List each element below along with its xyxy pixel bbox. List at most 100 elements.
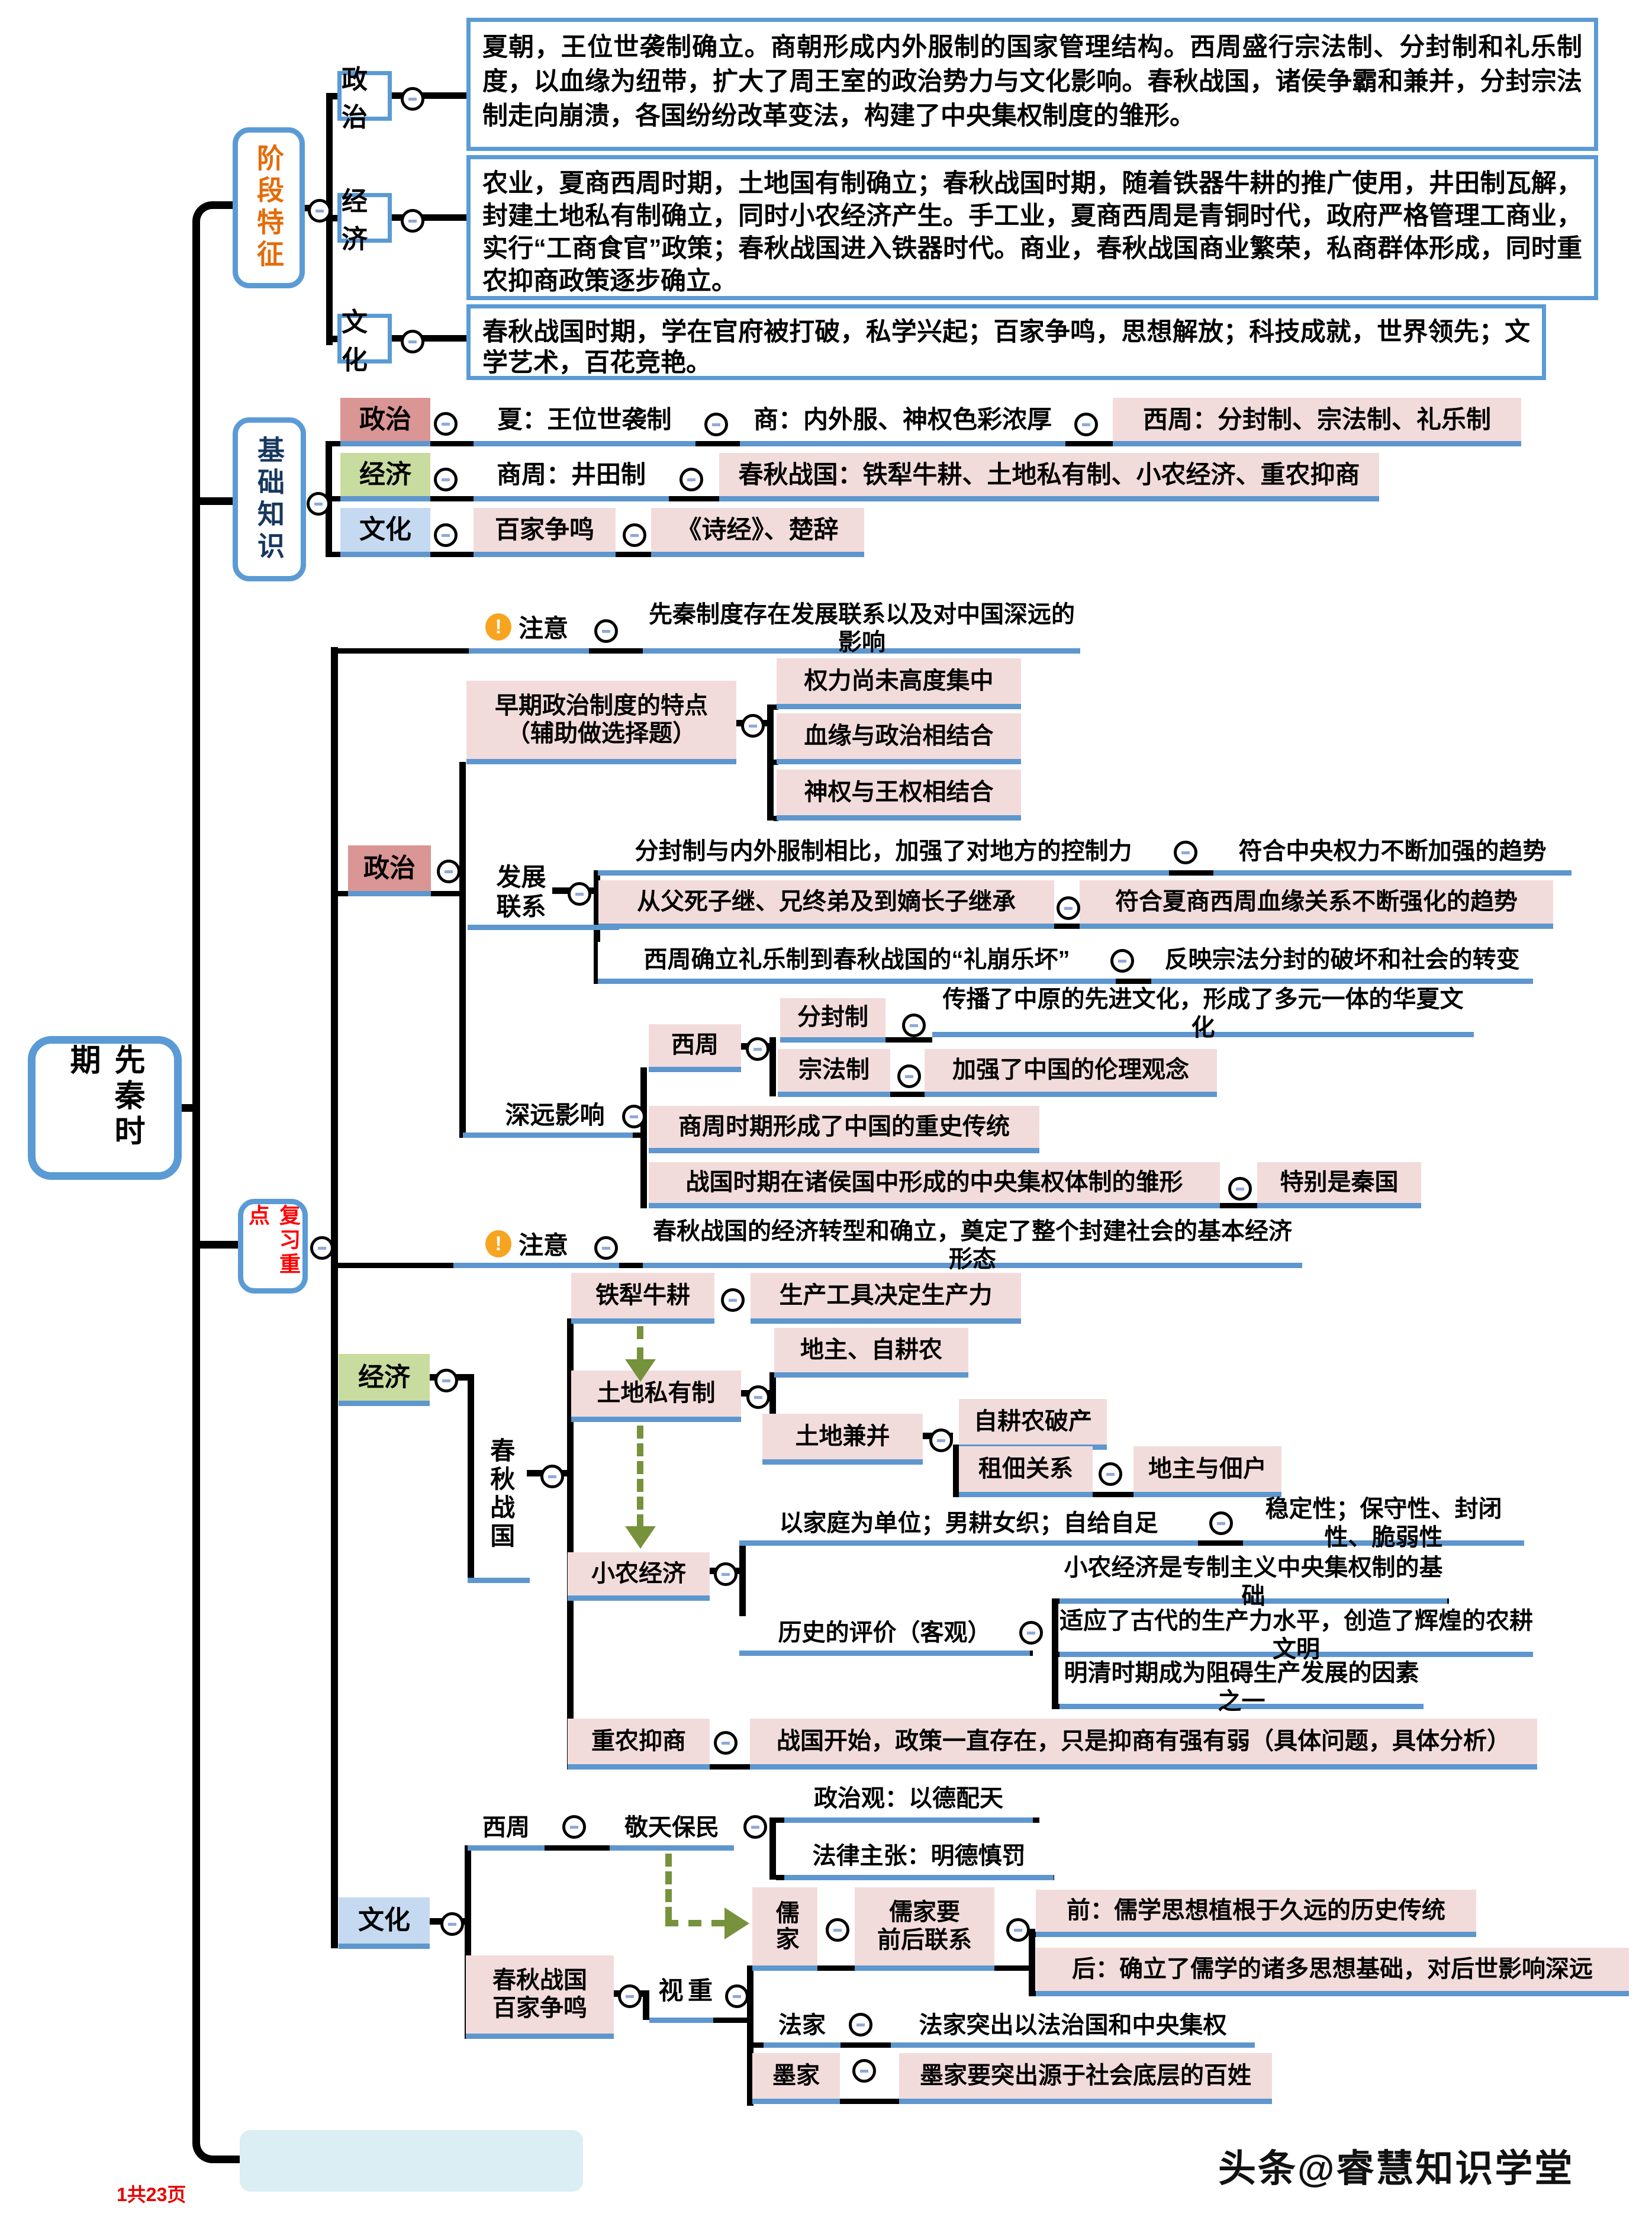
collapse-review[interactable] [310, 1236, 334, 1260]
basics-culture-shijing[interactable]: 《诗经》、楚辞 [651, 508, 864, 557]
review-culture-label[interactable]: 文化 [339, 1897, 430, 1949]
devlink-r1b[interactable]: 符合中央权力不断加强的趋势 [1213, 834, 1572, 876]
pol-early-f1[interactable]: 权力尚未高度集中 [777, 658, 1021, 709]
collapse-pol-impact[interactable] [622, 1105, 646, 1128]
collapse-eco-tudijb[interactable] [929, 1429, 953, 1452]
pol-devlink[interactable]: 发展 联系 [490, 860, 552, 925]
collapse-eco-tielw[interactable] [721, 1288, 745, 1312]
pol-notice-text[interactable]: 先秦制度存在发展联系以及对中国深远的影响 [643, 601, 1081, 655]
basics-economy-label[interactable]: 经济 [340, 453, 430, 501]
eco-dzdh[interactable]: 地主与佃户 [1133, 1446, 1281, 1497]
collapse-review-economy[interactable] [434, 1369, 458, 1392]
cul-rujia[interactable]: 儒家 [752, 1887, 817, 1971]
eco-tudisyz[interactable]: 土地私有制 [571, 1371, 741, 1422]
pol-notice-label[interactable]: 注意 [514, 615, 573, 642]
collapse-devlink-r2[interactable] [1057, 896, 1080, 920]
branch-basics[interactable]: 基础知识 [233, 417, 306, 581]
eco-notice-label[interactable]: 注意 [514, 1231, 573, 1259]
impact-fengjian[interactable]: 分封制 [780, 998, 885, 1043]
root-node[interactable]: 先秦时期 [28, 1036, 182, 1180]
basics-politics-xizhou[interactable]: 西周：分封制、宗法制、礼乐制 [1113, 398, 1521, 446]
collapse-eco-tudisyz[interactable] [746, 1385, 770, 1409]
collapse-cul-fajia[interactable] [849, 2013, 872, 2037]
basics-culture-baijia[interactable]: 百家争鸣 [474, 508, 616, 557]
pol-early-f2[interactable]: 血缘与政治相结合 [777, 713, 1021, 764]
devlink-r1a[interactable]: 分封制与内外服制相比，加强了对地方的控制力 [598, 834, 1169, 876]
basics-politics-label[interactable]: 政治 [340, 398, 430, 446]
eco-tielw-result[interactable]: 生产工具决定生产力 [751, 1273, 1021, 1324]
collapse-impact-fengjian[interactable] [902, 1014, 926, 1037]
cul-baijia[interactable]: 春秋战国 百家争鸣 [466, 1955, 614, 2039]
eco-era[interactable]: 春秋战国 [480, 1410, 521, 1578]
basics-culture-label[interactable]: 文化 [340, 508, 430, 557]
cul-zhongshi[interactable]: 重视 [655, 1964, 713, 2018]
impact-zhanguo[interactable]: 战国时期在诸侯国中形成的中央集权体制的雏形 [649, 1162, 1220, 1208]
review-economy-label[interactable]: 经济 [339, 1354, 430, 1406]
collapse-basics-shangzhou[interactable] [680, 468, 703, 491]
stage-politics-label[interactable]: 政治 [337, 65, 392, 132]
cul-falv[interactable]: 法律主张：明德慎罚 [784, 1838, 1054, 1880]
pol-early-box[interactable]: 早期政治制度的特点 （辅助做选择题） [466, 681, 736, 764]
collapse-pol-early[interactable] [741, 714, 765, 738]
basics-economy-shangzhou[interactable]: 商周：井田制 [474, 453, 669, 501]
review-politics-label[interactable]: 政治 [348, 845, 431, 896]
cul-qian[interactable]: 前：儒学思想植根于久远的历史传统 [1036, 1890, 1476, 1937]
collapse-review-culture[interactable] [440, 1912, 464, 1936]
eco-znys[interactable]: 重农抑商 [568, 1719, 710, 1770]
eco-tudijb[interactable]: 土地兼并 [762, 1414, 923, 1465]
stage-economy-label[interactable]: 经济 [337, 187, 392, 254]
eco-dizhu[interactable]: 地主、自耕农 [774, 1328, 968, 1378]
collapse-stage-economy[interactable] [401, 209, 424, 233]
collapse-stage[interactable] [308, 199, 331, 223]
stage-economy-text[interactable]: 农业，夏商西周时期，土地国有制确立；春秋战国时期，随着铁器牛耕的推广使用，井田制… [466, 155, 1598, 300]
cul-zhengzhiguan[interactable]: 政治观：以德配天 [784, 1781, 1033, 1823]
collapse-devlink-r1[interactable] [1174, 841, 1197, 864]
collapse-eco-pingjia[interactable] [1019, 1621, 1043, 1645]
collapse-basics-culture[interactable] [434, 523, 458, 547]
collapse-basics-economy[interactable] [434, 468, 458, 491]
eco-p1[interactable]: 小农经济是专制主义中央集权制的基础 [1060, 1555, 1447, 1609]
cul-mojia[interactable]: 墨家 [752, 2053, 840, 2104]
collapse-cul-rujia[interactable] [826, 1918, 849, 1942]
eco-p2[interactable]: 适应了古代的生产力水平，创造了辉煌的农耕文明 [1060, 1608, 1533, 1662]
devlink-r3b[interactable]: 反映宗法分封的破坏和社会的转变 [1151, 942, 1533, 984]
eco-znys-result[interactable]: 战国开始，政策一直存在，只是抑商有强有弱（具体问题，具体分析） [750, 1719, 1537, 1770]
collapse-impact-zongfa[interactable] [897, 1064, 921, 1088]
cul-rujia-link[interactable]: 儒家要 前后联系 [855, 1887, 994, 1971]
eco-notice-text[interactable]: 春秋战国的经济转型和确立，奠定了整个封建社会的基本经济形态 [643, 1218, 1302, 1272]
collapse-stage-culture[interactable] [401, 330, 424, 353]
eco-stability[interactable]: 稳定性；保守性、封闭性、脆弱性 [1243, 1496, 1524, 1550]
collapse-eco-family[interactable] [1209, 1511, 1233, 1535]
collapse-basics-shang[interactable] [1074, 413, 1098, 436]
impact-qinguo[interactable]: 特别是秦国 [1257, 1162, 1421, 1208]
collapse-devlink-r3[interactable] [1110, 949, 1134, 973]
cul-mojia-result[interactable]: 墨家要突出源于社会底层的百姓 [899, 2053, 1272, 2104]
eco-zudian[interactable]: 租佃关系 [959, 1446, 1093, 1497]
collapse-review-politics[interactable] [437, 860, 461, 883]
collapse-eco-notice[interactable] [594, 1236, 618, 1260]
collapse-cul-rujia-link[interactable] [1006, 1918, 1030, 1942]
collapse-eco-zudian[interactable] [1099, 1462, 1122, 1486]
eco-tielw[interactable]: 铁犁牛耕 [571, 1273, 714, 1324]
collapse-stage-politics[interactable] [401, 87, 424, 111]
basics-economy-chunqiu[interactable]: 春秋战国：铁犁牛耕、土地私有制、小农经济、重农抑商 [719, 453, 1379, 501]
cul-fajia[interactable]: 法家 [764, 2009, 841, 2048]
floating-topic-box[interactable] [240, 2130, 583, 2192]
cul-xizhou[interactable]: 西周 [468, 1810, 545, 1851]
impact-shangzhou[interactable]: 商周时期形成了中国的重史传统 [649, 1106, 1039, 1153]
branch-stage[interactable]: 阶段特征 [233, 127, 305, 288]
basics-politics-xia[interactable]: 夏：王位世袭制 [474, 398, 695, 446]
cul-fajia-result[interactable]: 法家突出以法治国和中央集权 [891, 2009, 1255, 2048]
stage-politics-text[interactable]: 夏朝，王位世袭制确立。商朝形成内外服制的国家管理结构。西周盛行宗法制、分封制和礼… [466, 18, 1598, 151]
collapse-pol-devlink[interactable] [568, 882, 591, 906]
collapse-cul-xizhou[interactable] [562, 1815, 586, 1839]
eco-zgnpc[interactable]: 自耕农破产 [959, 1399, 1107, 1450]
basics-politics-shang[interactable]: 商：内外服、神权色彩浓厚 [740, 398, 1065, 446]
collapse-eco-znys[interactable] [714, 1731, 738, 1755]
collapse-impact-zhanguo[interactable] [1228, 1177, 1252, 1201]
devlink-r2b[interactable]: 符合夏商西周血缘关系不断强化的趋势 [1080, 880, 1553, 929]
collapse-eco-xnjj[interactable] [714, 1562, 738, 1586]
collapse-cul-jtbm[interactable] [743, 1815, 767, 1839]
collapse-cul-zhongshi[interactable] [725, 1984, 749, 2008]
impact-xizhou[interactable]: 西周 [649, 1024, 741, 1072]
